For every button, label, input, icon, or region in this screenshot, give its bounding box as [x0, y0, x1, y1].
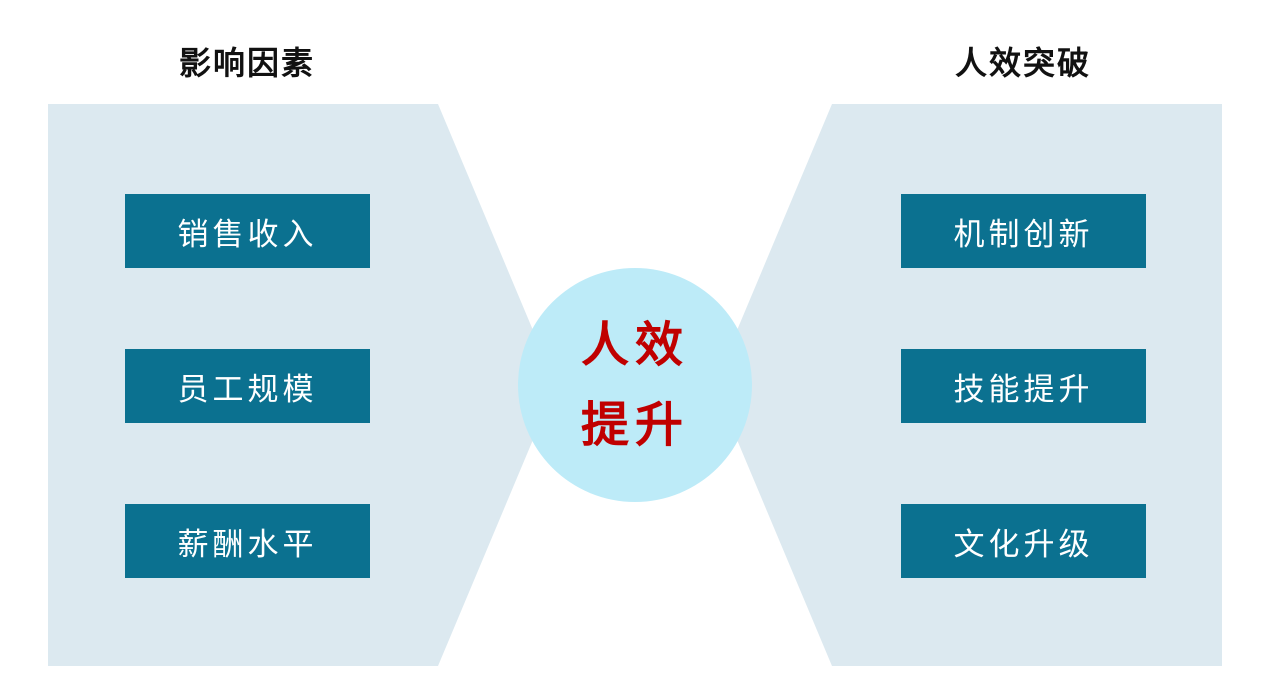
factor-box: 员工规模: [125, 349, 370, 423]
breakthrough-box: 机制创新: [901, 194, 1146, 268]
center-text-line2: 提升: [580, 397, 689, 453]
right-heading: 人效突破: [954, 44, 1091, 82]
factor-box: 销售收入: [125, 194, 370, 268]
breakthrough-box: 文化升级: [901, 504, 1146, 578]
factor-box: 薪酬水平: [125, 504, 370, 578]
breakthrough-box: 技能提升: [901, 349, 1146, 423]
left-heading: 影响因素: [178, 44, 315, 82]
center-circle: 人效 提升: [518, 268, 752, 502]
center-text-line1: 人效: [580, 317, 689, 373]
